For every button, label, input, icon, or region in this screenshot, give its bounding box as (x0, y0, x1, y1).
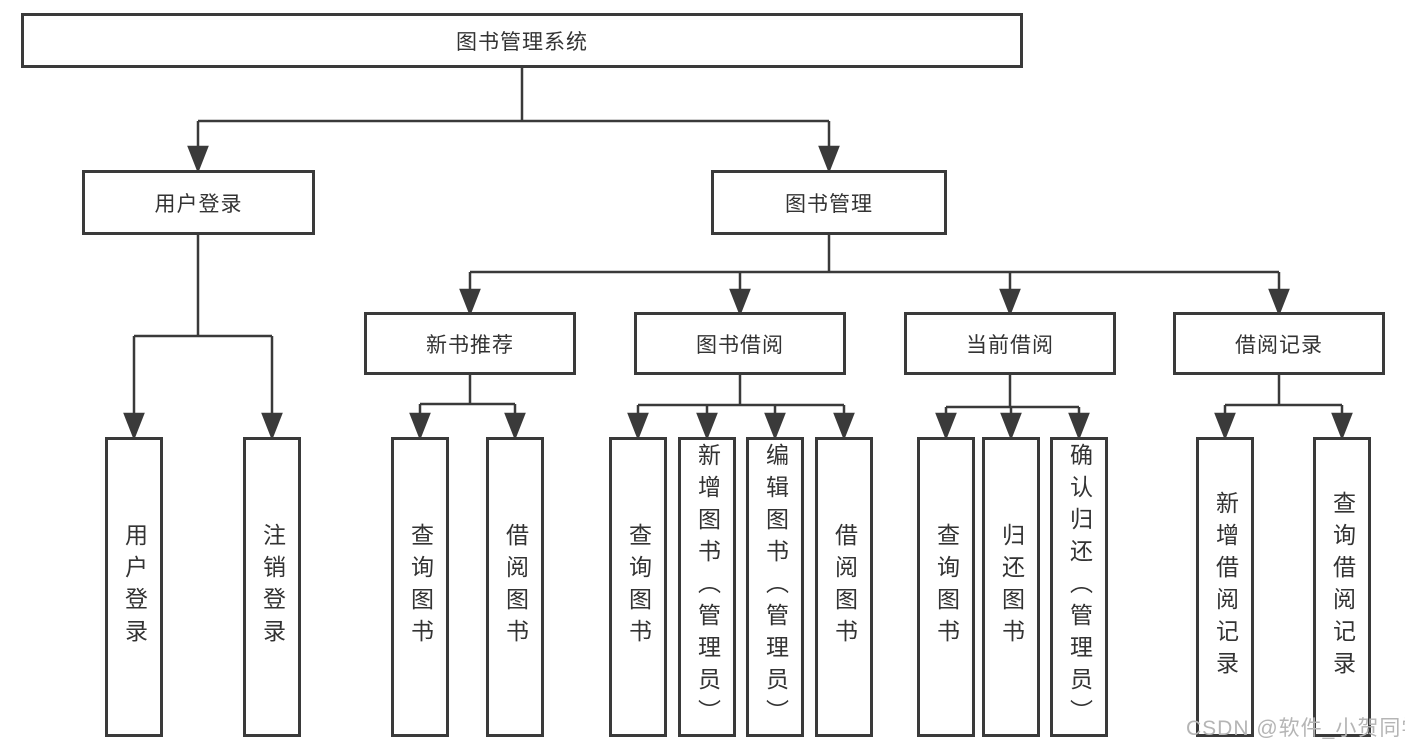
leaf-add-books-admin-label: 新增图书（管理员） (694, 443, 721, 731)
arrow-to-user-login-leaf (123, 336, 145, 441)
arrow-to-add-borrow-record (1214, 405, 1236, 441)
leaf-return-books-label: 归还图书 (998, 523, 1025, 651)
arrow-to-edit-books-admin (764, 405, 786, 441)
arrow-to-new-book-recommend (459, 272, 481, 317)
watermark: CSDN @软件_小贺同学 (1186, 717, 1405, 740)
arrow-to-confirm-return-admin (1068, 407, 1090, 441)
arrow-to-user-login (187, 121, 209, 174)
arrow-to-query-borrow-record (1331, 405, 1353, 441)
leaf-borrow-books-2-label: 借阅图书 (831, 523, 858, 651)
leaf-user-login-label: 用户登录 (121, 523, 148, 651)
leaf-query-books-1: 查询图书 (391, 437, 449, 737)
connector-book-borrow-children (638, 375, 844, 407)
leaf-add-books-admin: 新增图书（管理员） (678, 437, 736, 737)
leaf-confirm-return-admin-label: 确认归还（管理员） (1066, 443, 1093, 731)
arrow-to-query-books-1 (409, 404, 431, 441)
node-current-borrow: 当前借阅 (904, 312, 1116, 375)
leaf-query-books-3: 查询图书 (917, 437, 975, 737)
node-new-book-recommend: 新书推荐 (364, 312, 576, 375)
connector-arrows (123, 121, 1353, 441)
arrow-to-borrow-books-1 (504, 404, 526, 441)
leaf-query-books-1-label: 查询图书 (407, 523, 434, 651)
leaf-add-borrow-record: 新增借阅记录 (1196, 437, 1254, 737)
node-book-management: 图书管理 (711, 170, 947, 235)
leaf-add-borrow-record-label: 新增借阅记录 (1212, 491, 1239, 683)
connector-root-to-level2 (198, 68, 829, 123)
arrow-to-current-borrow (999, 272, 1021, 317)
connector-user-login-children (134, 235, 272, 338)
arrow-to-return-books (1000, 407, 1022, 441)
leaf-edit-books-admin: 编辑图书（管理员） (746, 437, 804, 737)
node-user-login: 用户登录 (82, 170, 315, 235)
connector-book-management-children (470, 235, 1279, 274)
arrow-to-borrow-records (1268, 272, 1290, 317)
node-root: 图书管理系统 (21, 13, 1023, 68)
arrow-to-add-books-admin (696, 405, 718, 441)
leaf-query-books-3-label: 查询图书 (933, 523, 960, 651)
leaf-query-books-2: 查询图书 (609, 437, 667, 737)
leaf-borrow-books-1: 借阅图书 (486, 437, 544, 737)
leaf-query-books-2-label: 查询图书 (625, 523, 652, 651)
arrow-to-logout-leaf (261, 336, 283, 441)
leaf-logout: 注销登录 (243, 437, 301, 737)
leaf-query-borrow-record: 查询借阅记录 (1313, 437, 1371, 737)
arrow-to-query-books-2 (627, 405, 649, 441)
connector-new-book-recommend-children (420, 375, 515, 406)
node-book-borrow: 图书借阅 (634, 312, 846, 375)
arrow-to-query-books-3 (935, 407, 957, 441)
leaf-logout-label: 注销登录 (259, 523, 286, 651)
leaf-return-books: 归还图书 (982, 437, 1040, 737)
node-borrow-records: 借阅记录 (1173, 312, 1385, 375)
connector-current-borrow-children (946, 375, 1079, 409)
connector-borrow-records-children (1225, 375, 1342, 407)
arrow-to-borrow-books-2 (833, 405, 855, 441)
leaf-borrow-books-2: 借阅图书 (815, 437, 873, 737)
arrow-to-book-borrow (729, 272, 751, 317)
arrow-to-book-management (818, 121, 840, 174)
leaf-borrow-books-1-label: 借阅图书 (502, 523, 529, 651)
leaf-edit-books-admin-label: 编辑图书（管理员） (762, 443, 789, 731)
leaf-query-borrow-record-label: 查询借阅记录 (1329, 491, 1356, 683)
leaf-user-login: 用户登录 (105, 437, 163, 737)
leaf-confirm-return-admin: 确认归还（管理员） (1050, 437, 1108, 737)
